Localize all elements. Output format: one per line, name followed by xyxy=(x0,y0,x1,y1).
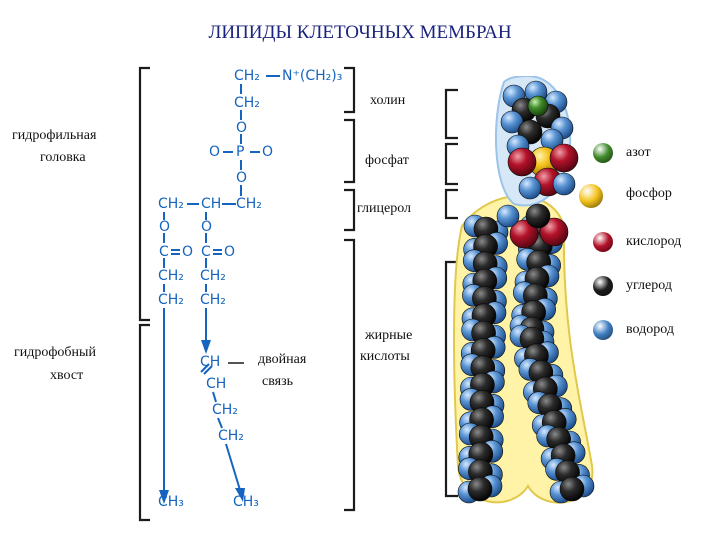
legend-phosphorus-label: фосфор xyxy=(626,186,672,201)
model-atoms xyxy=(457,80,595,504)
label-hydrophobic-tail-line2: хвост xyxy=(50,368,84,383)
formula-glycerol-right: CH₂ xyxy=(236,196,262,212)
formula-carbonyl-left-c: C xyxy=(159,244,169,260)
formula-chain-right-2: CH₂ xyxy=(200,292,226,308)
legend-phosphorus-swatch xyxy=(579,184,603,208)
legend-nitrogen-label: азот xyxy=(626,145,651,160)
formula-carbonyl-right-c: C xyxy=(201,244,211,260)
model-atom xyxy=(509,219,539,249)
formula-ester-o-right: O xyxy=(201,219,213,235)
formula-ch2-b: CH₂ xyxy=(234,95,260,111)
formula-phosphate-o-right: O xyxy=(262,144,274,160)
legend-carbon-label: углерод xyxy=(626,278,672,293)
label-phosphate: фосфат xyxy=(365,153,409,168)
model-atom xyxy=(559,476,585,502)
model-atom xyxy=(467,476,493,502)
model-atom xyxy=(552,172,576,196)
legend-carbon-swatch xyxy=(593,276,613,296)
legend-nitrogen-swatch xyxy=(593,143,613,163)
formula-chain-right-3: CH₂ xyxy=(212,402,238,418)
formula-phosphate-p: P xyxy=(236,144,245,160)
label-choline: холин xyxy=(370,93,406,108)
label-double-bond-line1: двойная xyxy=(258,352,307,367)
model-atom xyxy=(527,95,549,117)
formula-o-upper: O xyxy=(236,120,248,136)
formula-chain-left-2: CH₂ xyxy=(158,292,184,308)
formula-double-bond-ch-2: CH xyxy=(206,376,227,392)
formula-carbonyl-left-o: O xyxy=(182,244,194,260)
model-atom xyxy=(518,176,542,200)
brackets xyxy=(138,66,458,522)
legend-hydrogen-swatch xyxy=(593,320,613,340)
label-double-bond-line2: связь xyxy=(262,374,293,389)
label-hydrophilic-head-line2: головка xyxy=(40,150,86,165)
model-atom xyxy=(525,203,551,229)
legend-oxygen-label: кислород xyxy=(626,234,682,249)
label-fatty-acids-line2: кислоты xyxy=(360,349,410,364)
formula-double-bond-ch-1: CH xyxy=(200,354,221,370)
label-fatty-acids-line1: жирные xyxy=(365,328,413,343)
formula-ester-o-left: O xyxy=(159,219,171,235)
model-atom xyxy=(496,204,520,228)
legend-hydrogen-label: водород xyxy=(626,322,674,337)
arrow-heads xyxy=(159,340,245,504)
formula-phosphate-o-left: O xyxy=(209,144,221,160)
formula-chain-right-4: CH₂ xyxy=(218,428,244,444)
formula-choline-ch2: CH₂ xyxy=(234,68,260,84)
formula-choline-n: N⁺(CH₂)₃ xyxy=(282,68,343,84)
formula-bonds xyxy=(163,75,280,491)
formula-o-lower: O xyxy=(236,170,248,186)
legend-oxygen-swatch xyxy=(593,232,613,252)
formula-chain-right-1: CH₂ xyxy=(200,268,226,284)
page-title: ЛИПИДЫ КЛЕТОЧНЫХ МЕМБРАН xyxy=(208,22,512,43)
label-hydrophilic-head-line1: гидрофильная xyxy=(12,128,97,143)
formula-glycerol-mid: CH xyxy=(201,196,222,212)
label-glycerol: глицерол xyxy=(357,201,412,216)
formula-carbonyl-right-o: O xyxy=(224,244,236,260)
formula-end-left: CH₃ xyxy=(158,494,184,510)
space-filling-model xyxy=(453,76,595,504)
model-atom xyxy=(539,217,569,247)
label-hydrophobic-tail-line1: гидрофобный xyxy=(14,345,96,360)
formula-glycerol-left: CH₂ xyxy=(158,196,184,212)
model-atom xyxy=(549,143,579,173)
model-atom xyxy=(507,147,537,177)
formula-end-right: CH₃ xyxy=(233,494,259,510)
formula-chain-left-1: CH₂ xyxy=(158,268,184,284)
